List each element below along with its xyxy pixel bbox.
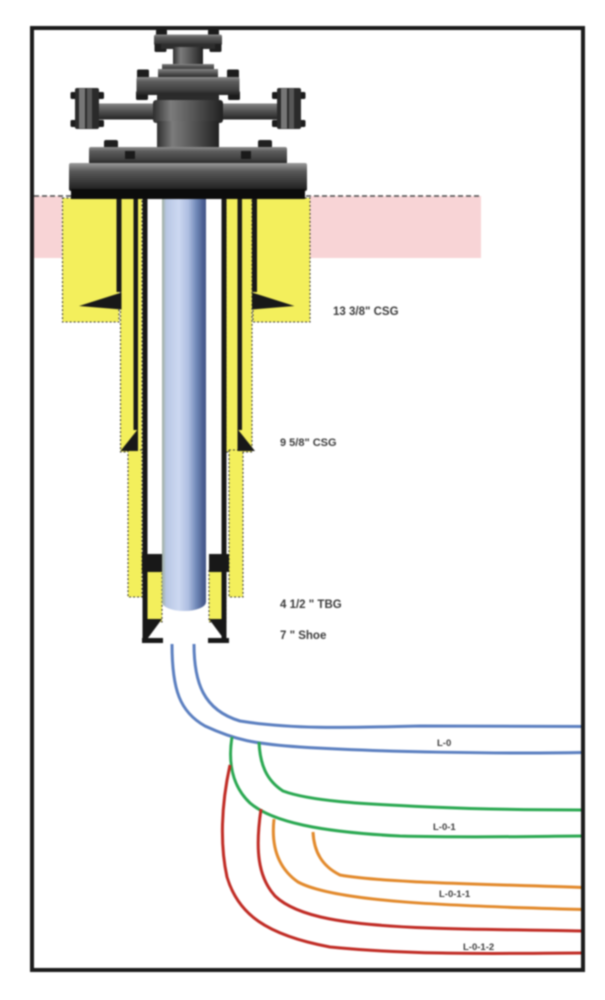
svg-text:L-0-1: L-0-1 [433, 822, 456, 833]
svg-text:L-0-1-1: L-0-1-1 [439, 889, 471, 900]
svg-text:L-0-1-2: L-0-1-2 [463, 942, 494, 953]
svg-text:9 5/8" CSG: 9 5/8" CSG [280, 437, 337, 449]
svg-text:L-0: L-0 [437, 738, 451, 749]
svg-text:13 3/8" CSG: 13 3/8" CSG [333, 306, 399, 318]
svg-text:7 " Shoe: 7 " Shoe [280, 630, 326, 642]
svg-text:4 1/2 " TBG: 4 1/2 " TBG [280, 599, 342, 611]
